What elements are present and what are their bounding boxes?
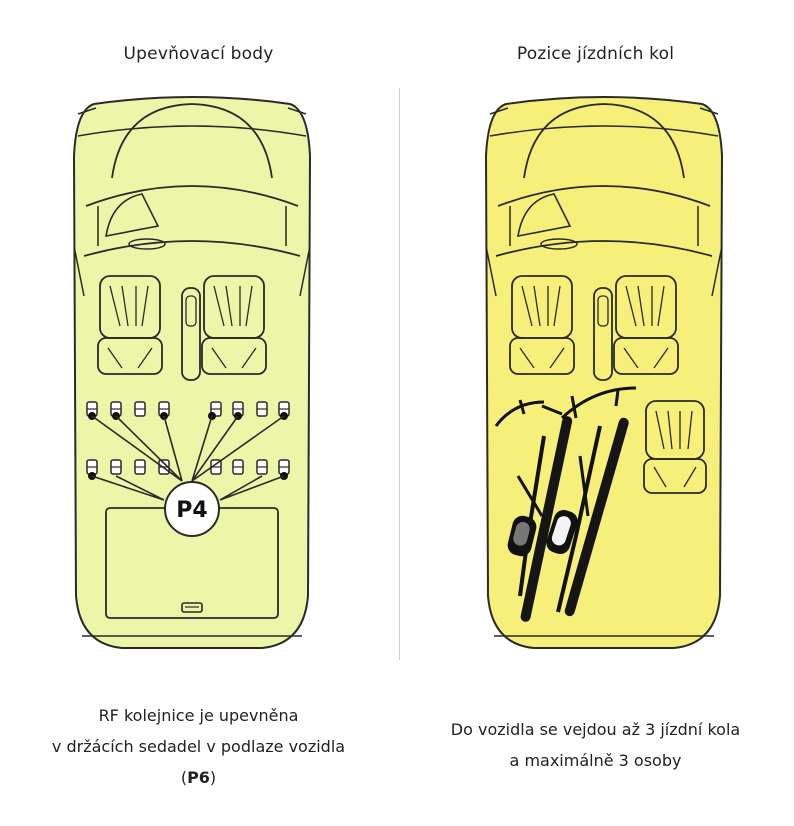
- dashboard: [485, 103, 723, 297]
- anchor-lines: [91, 415, 285, 501]
- left-caption: RF kolejnice je upevněna v držácích seda…: [0, 700, 397, 793]
- left-panel-title: Upevňovací body: [123, 44, 274, 64]
- left-caption-line-3: (P6): [0, 762, 397, 793]
- left-caption-p6: P6: [187, 768, 210, 787]
- car-bike-positions-illustration: [484, 96, 724, 649]
- left-caption-open-paren: (: [180, 768, 188, 787]
- panel-divider: [399, 88, 400, 660]
- left-caption-line-1: RF kolejnice je upevněna: [98, 706, 299, 725]
- front-seats: [97, 275, 267, 381]
- p4-badge: P4: [164, 481, 220, 537]
- left-caption-line-2: v držácích sedadel v podlaze vozidla: [51, 737, 346, 756]
- van-body: [72, 96, 312, 649]
- front-seats: [509, 275, 679, 381]
- bicycle-1: [494, 399, 573, 622]
- bicycle-2: [546, 386, 637, 617]
- right-caption: Do vozidla se vejdou až 3 jízdní kola a …: [397, 714, 794, 776]
- right-caption-line-1: Do vozidla se vejdou až 3 jízdní kola: [450, 720, 741, 739]
- car-anchor-points-illustration: P4: [72, 96, 312, 649]
- rear-seat: [643, 400, 707, 494]
- van-body: [484, 96, 724, 649]
- dashboard: [73, 103, 311, 297]
- right-panel-title: Pozice jízdních kol: [516, 44, 675, 64]
- p4-badge-label: P4: [176, 498, 207, 523]
- right-caption-line-2: a maximálně 3 osoby: [509, 751, 682, 770]
- left-caption-close-paren: ): [209, 768, 217, 787]
